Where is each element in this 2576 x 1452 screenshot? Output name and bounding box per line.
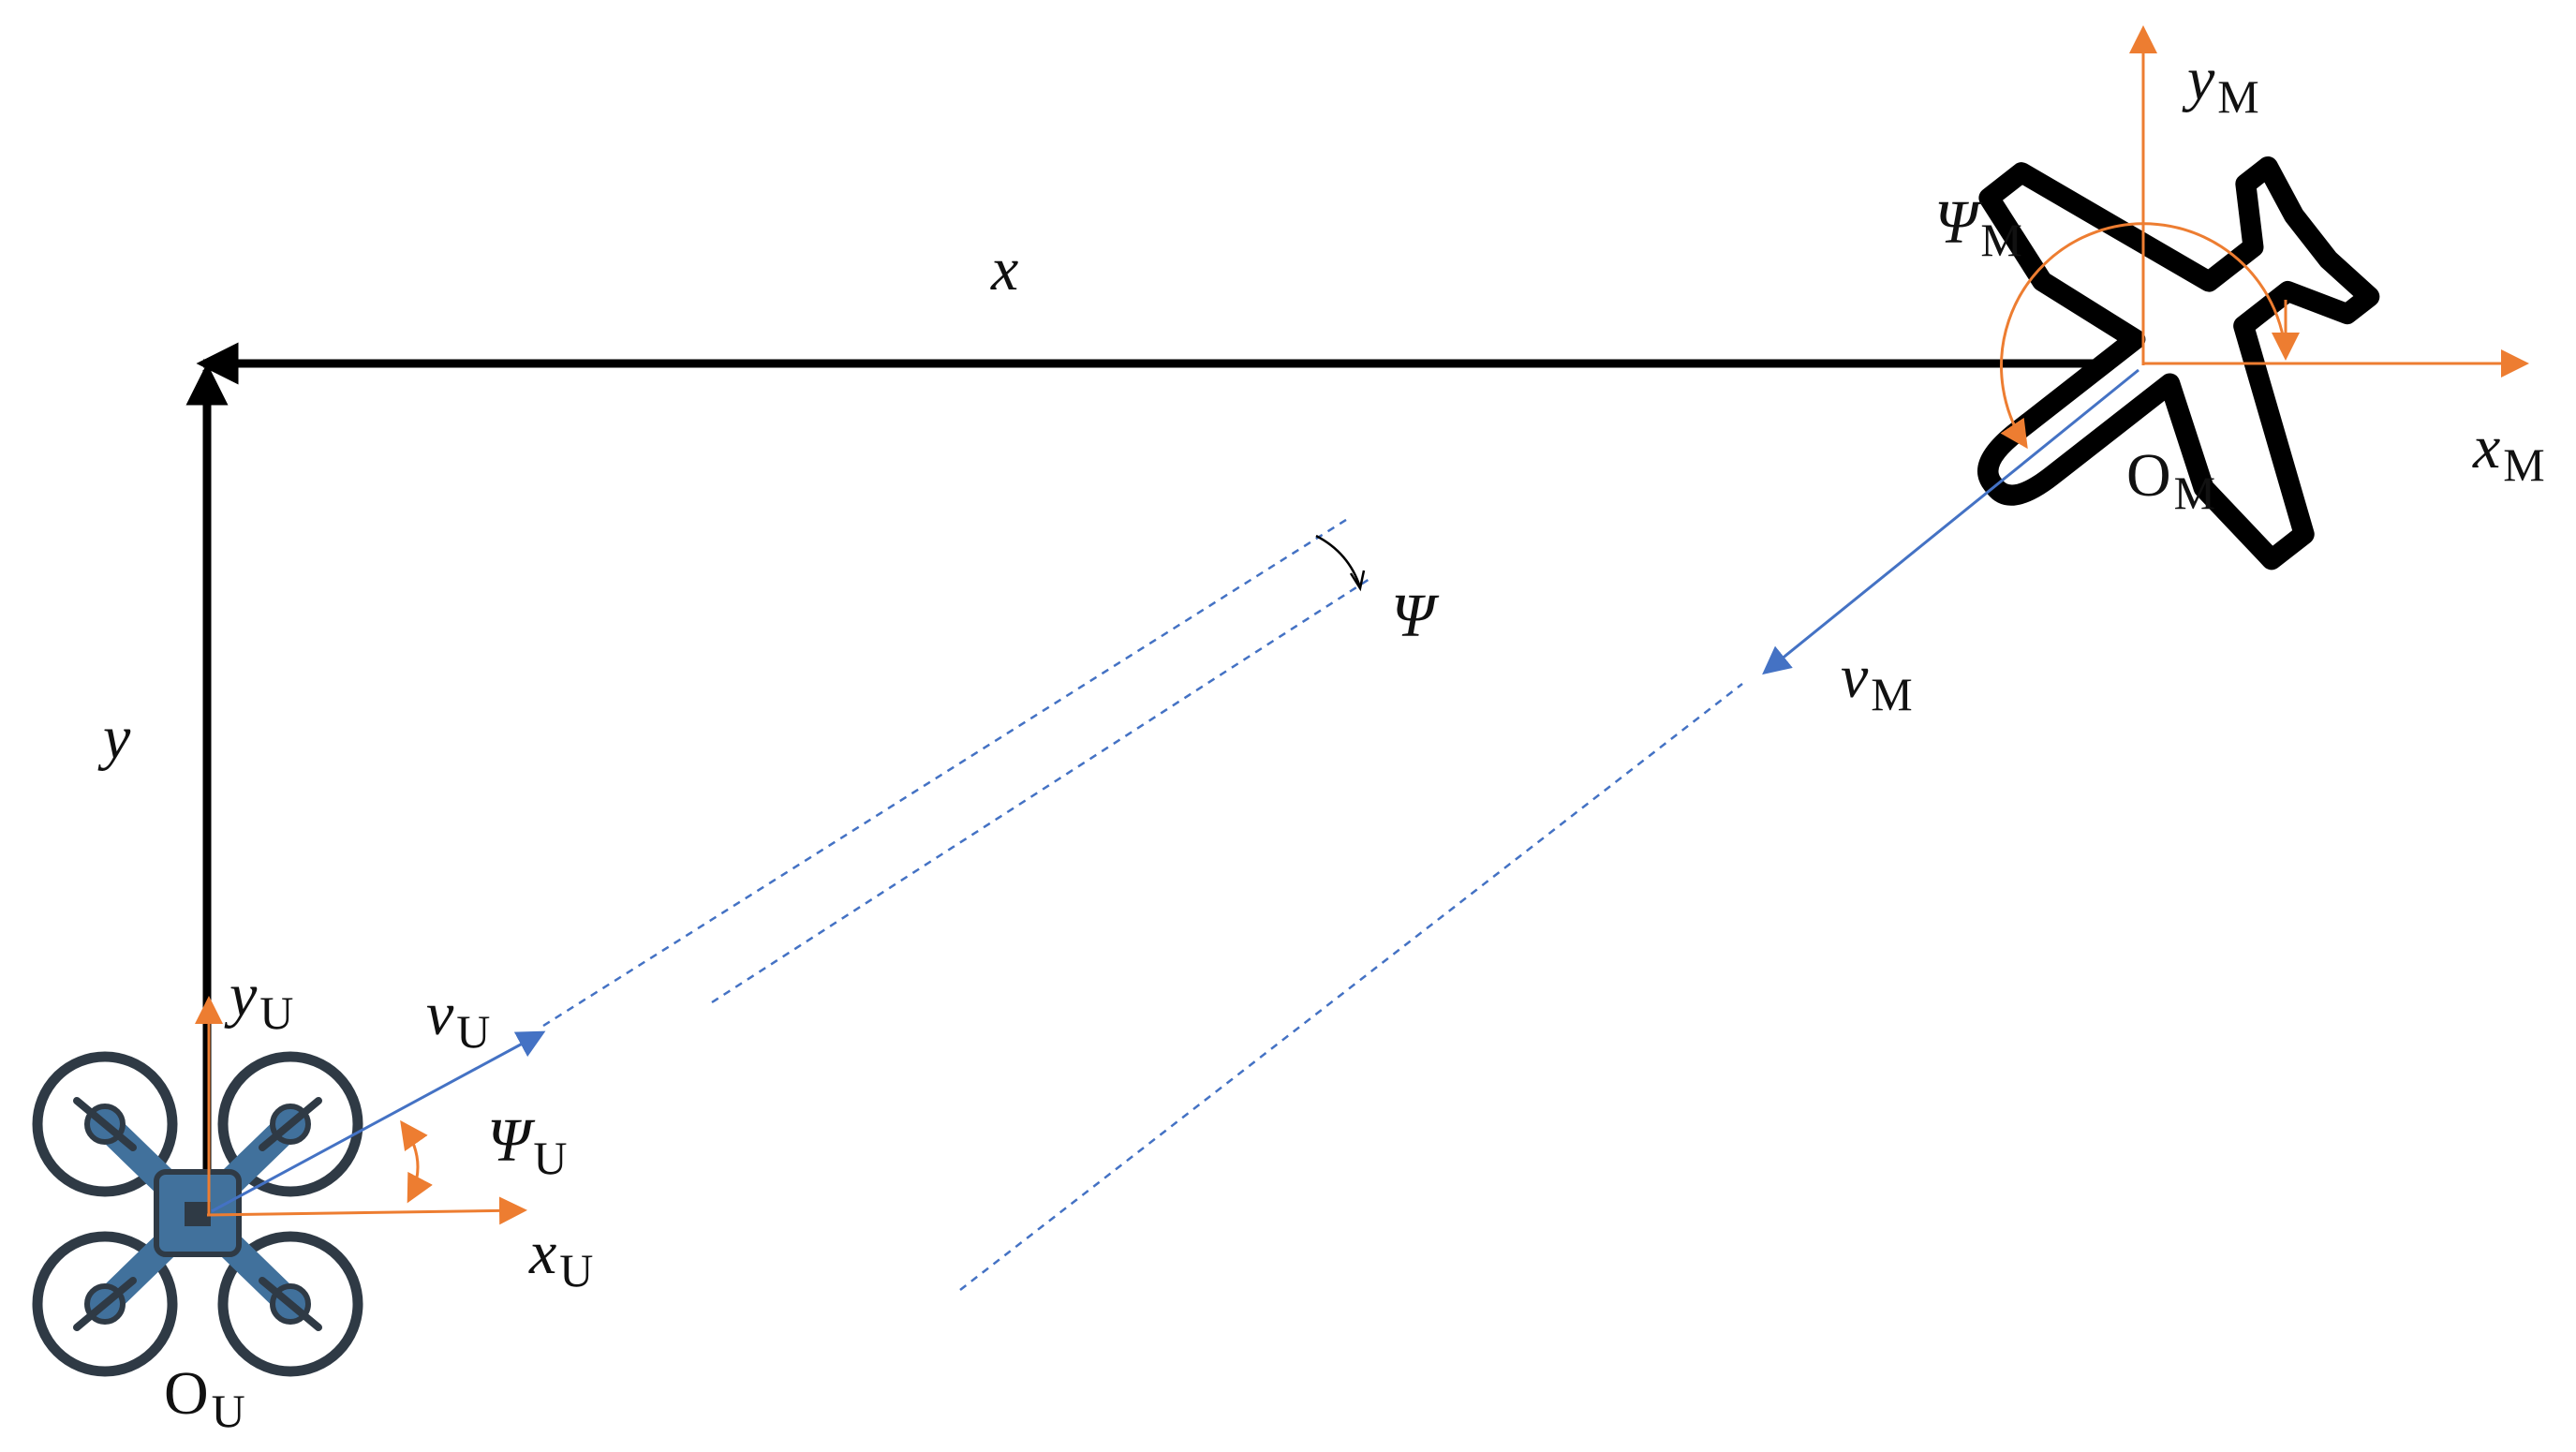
label-y: y [103,704,131,772]
relative-angle-arrowhead [1349,570,1366,592]
label-v-m: vM [1841,643,1913,720]
relative-angle-arc [1315,534,1362,588]
aircraft-velocity-vector [1762,368,2139,675]
label-o-u: OU [164,1359,245,1437]
label-v-u: vU [426,980,491,1058]
drone-velocity-extension [542,516,1350,1028]
drone-heading-arc [400,1119,433,1204]
airplane-icon [1977,156,2380,570]
drone-velocity-vector [211,1030,546,1213]
label-y-m: yM [2187,45,2259,123]
label-x: x [991,235,1019,304]
label-x-u: xU [529,1219,594,1296]
label-y-u: yU [229,961,294,1039]
aircraft-velocity-extension [959,683,1743,1291]
drone-x-axis [206,1196,527,1225]
label-psi-u: ΨU [487,1106,568,1184]
label-o-m: OM [2126,441,2216,519]
label-psi: Ψ [1391,582,1435,650]
quadcopter-drone-icon [32,1051,363,1377]
aircraft-heading-arc [2000,222,2287,450]
aircraft-velocity-parallel [711,577,1370,1004]
label-psi-m: ΨM [1934,188,2022,266]
label-x-m: xM [2473,413,2545,491]
